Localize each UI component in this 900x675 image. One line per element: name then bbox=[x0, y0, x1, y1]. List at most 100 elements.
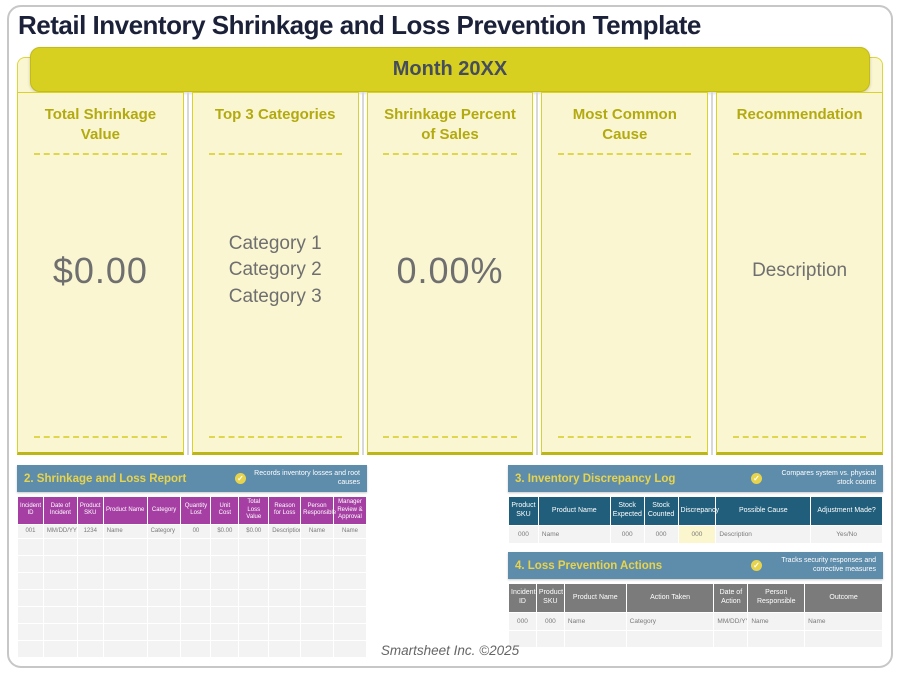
table-cell[interactable] bbox=[146, 554, 182, 573]
table-cell[interactable] bbox=[713, 630, 749, 648]
table-cell[interactable] bbox=[42, 622, 78, 641]
table-cell[interactable] bbox=[300, 622, 334, 641]
table-cell[interactable] bbox=[180, 537, 212, 556]
table-cell[interactable] bbox=[180, 554, 212, 573]
table-cell[interactable] bbox=[102, 605, 148, 624]
table-cell[interactable] bbox=[535, 630, 565, 648]
category-line-1[interactable]: Category 1 bbox=[228, 232, 322, 254]
table-cell[interactable] bbox=[210, 571, 240, 590]
table-cell[interactable] bbox=[238, 571, 270, 590]
table-cell[interactable]: 1234 bbox=[76, 523, 104, 539]
top-categories-field[interactable]: Category 1 Category 2 Category 3 bbox=[229, 231, 322, 311]
table-cell[interactable] bbox=[102, 571, 148, 590]
table-cell[interactable] bbox=[102, 588, 148, 607]
table-cell[interactable] bbox=[17, 554, 44, 573]
table-cell[interactable] bbox=[76, 605, 104, 624]
table-cell[interactable] bbox=[238, 537, 270, 556]
table-cell[interactable]: 000 bbox=[535, 612, 565, 631]
table-cell[interactable] bbox=[333, 571, 367, 590]
category-line-3[interactable]: Category 3 bbox=[228, 285, 322, 307]
table-cell[interactable] bbox=[102, 537, 148, 556]
table-cell[interactable]: Category bbox=[146, 523, 182, 539]
table-cell[interactable]: Name bbox=[747, 612, 806, 631]
table-cell[interactable] bbox=[333, 605, 367, 624]
table-cell[interactable] bbox=[210, 605, 240, 624]
table-cell[interactable] bbox=[42, 571, 78, 590]
table-cell[interactable] bbox=[268, 537, 302, 556]
recommendation-field[interactable]: Description bbox=[752, 259, 848, 281]
table-cell[interactable] bbox=[268, 639, 302, 658]
table-cell[interactable] bbox=[102, 639, 148, 658]
table-cell[interactable]: Name bbox=[300, 523, 334, 539]
table-cell[interactable] bbox=[76, 554, 104, 573]
table-cell[interactable]: 000 bbox=[609, 525, 645, 544]
table-cell[interactable] bbox=[300, 571, 334, 590]
table-cell[interactable] bbox=[268, 622, 302, 641]
table-cell[interactable]: 000 bbox=[508, 525, 539, 544]
table-cell[interactable]: 00 bbox=[180, 523, 212, 539]
table-cell[interactable] bbox=[333, 588, 367, 607]
table-cell[interactable] bbox=[146, 622, 182, 641]
table-cell[interactable] bbox=[238, 605, 270, 624]
table-cell[interactable] bbox=[300, 639, 334, 658]
table-cell[interactable] bbox=[76, 571, 104, 590]
table-cell[interactable] bbox=[300, 588, 334, 607]
table-cell[interactable] bbox=[238, 639, 270, 658]
table-cell[interactable] bbox=[238, 588, 270, 607]
table-cell[interactable]: MM/DD/YY bbox=[42, 523, 78, 539]
table-cell[interactable] bbox=[146, 639, 182, 658]
table-cell[interactable] bbox=[146, 571, 182, 590]
table-cell[interactable] bbox=[210, 588, 240, 607]
total-shrinkage-value-field[interactable]: $0.00 bbox=[52, 249, 148, 291]
table-cell[interactable]: $0.00 bbox=[210, 523, 240, 539]
table-cell[interactable]: $0.00 bbox=[238, 523, 270, 539]
table-cell[interactable] bbox=[42, 537, 78, 556]
table-cell[interactable] bbox=[180, 588, 212, 607]
table-cell[interactable] bbox=[268, 554, 302, 573]
table-cell[interactable] bbox=[210, 622, 240, 641]
table-cell[interactable]: Category bbox=[625, 612, 715, 631]
table-cell[interactable] bbox=[146, 588, 182, 607]
table-cell[interactable] bbox=[42, 554, 78, 573]
table-cell[interactable] bbox=[17, 571, 44, 590]
table-cell[interactable] bbox=[210, 537, 240, 556]
table-cell[interactable] bbox=[268, 605, 302, 624]
table-cell[interactable]: Name bbox=[563, 612, 627, 631]
table-cell[interactable] bbox=[17, 639, 44, 658]
table-cell[interactable] bbox=[268, 571, 302, 590]
table-cell[interactable] bbox=[747, 630, 806, 648]
category-line-2[interactable]: Category 2 bbox=[228, 259, 322, 281]
table-cell[interactable]: 000 bbox=[508, 612, 537, 631]
table-cell[interactable] bbox=[238, 554, 270, 573]
table-cell[interactable] bbox=[17, 588, 44, 607]
table-cell[interactable]: Name bbox=[804, 612, 883, 631]
table-cell[interactable] bbox=[42, 588, 78, 607]
table-cell[interactable] bbox=[804, 630, 883, 648]
table-cell[interactable] bbox=[333, 622, 367, 641]
shrinkage-percent-field[interactable]: 0.00% bbox=[396, 249, 504, 291]
table-cell[interactable] bbox=[210, 639, 240, 658]
table-cell[interactable] bbox=[300, 605, 334, 624]
table-cell[interactable] bbox=[300, 554, 334, 573]
table-cell[interactable] bbox=[563, 630, 627, 648]
table-cell[interactable] bbox=[17, 605, 44, 624]
table-cell[interactable]: Description bbox=[715, 525, 812, 544]
table-cell[interactable] bbox=[102, 622, 148, 641]
table-cell[interactable] bbox=[180, 571, 212, 590]
table-cell[interactable] bbox=[180, 639, 212, 658]
table-cell[interactable] bbox=[333, 537, 367, 556]
table-cell[interactable]: Name bbox=[102, 523, 148, 539]
table-cell[interactable] bbox=[76, 588, 104, 607]
table-cell[interactable] bbox=[333, 554, 367, 573]
table-cell[interactable] bbox=[17, 537, 44, 556]
table-cell[interactable]: Yes/No bbox=[810, 525, 883, 544]
table-cell[interactable]: 000 bbox=[677, 525, 717, 544]
table-cell[interactable] bbox=[333, 639, 367, 658]
table-cell[interactable]: 000 bbox=[643, 525, 679, 544]
table-cell[interactable] bbox=[238, 622, 270, 641]
table-cell[interactable] bbox=[180, 622, 212, 641]
table-cell[interactable] bbox=[146, 605, 182, 624]
table-cell[interactable] bbox=[180, 605, 212, 624]
table-cell[interactable] bbox=[102, 554, 148, 573]
table-cell[interactable]: Name bbox=[537, 525, 611, 544]
